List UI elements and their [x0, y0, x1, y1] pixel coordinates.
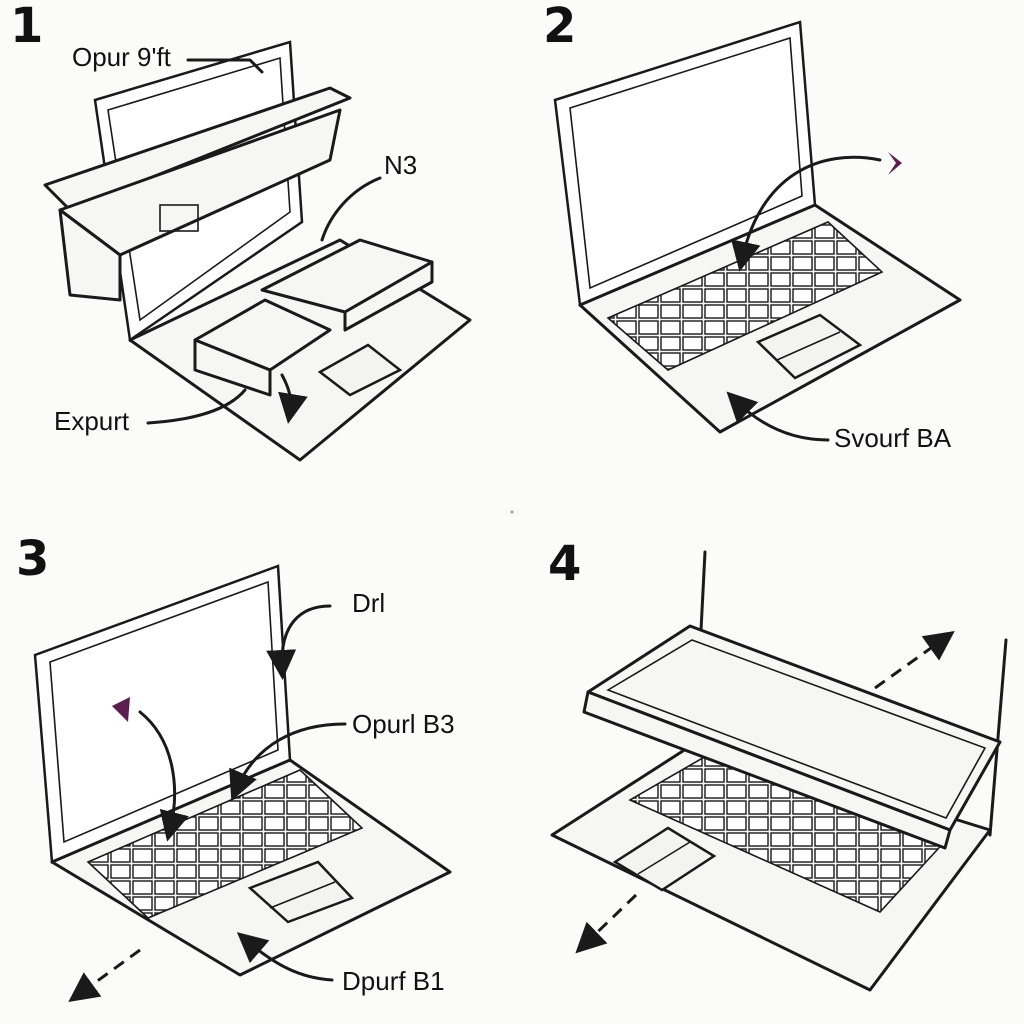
step-3-callout-opurl-line [229, 722, 347, 802]
step-2-curved-arrow [731, 155, 882, 272]
step-3-callout-dpurf-line [236, 932, 334, 982]
step-2-label: Svourf BA [834, 423, 952, 453]
step-1-callout-n3-line [320, 176, 382, 242]
step-4-panel: 4 [548, 536, 1008, 992]
step-2-laptop [553, 20, 962, 434]
step-2-callout-arrow [726, 391, 830, 442]
step-1-label-expurt: Expurt [54, 406, 130, 436]
step-3-label-drl: Drl [352, 588, 385, 618]
step-3-dashed-arrow [68, 948, 141, 1003]
step-3-label-dpurf: Dpurf B1 [342, 966, 445, 996]
step-4-dashed-arrow-up [874, 631, 955, 690]
step-1-callout-top-line [186, 58, 264, 74]
step-4-right-line [988, 638, 1008, 837]
step-3-laptop [33, 564, 452, 977]
step-3-label-opurl: Opurl B3 [352, 709, 455, 739]
step-1-callout-expurt-line [146, 388, 247, 425]
center-dot [510, 510, 514, 514]
step-1-laptop [43, 40, 472, 462]
step-2-number: 2 [543, 0, 576, 54]
step-4-laptop [550, 624, 1002, 992]
step-1-down-arrow [278, 373, 308, 424]
step-3-accent-chevron-icon [112, 697, 130, 722]
step-3-down-arrow [138, 710, 189, 842]
step-2-panel: 2 Svourf BA [543, 0, 962, 453]
step-3-callout-drl-line [266, 604, 332, 680]
step-1-label-n3: N3 [384, 150, 417, 180]
step-4-dashed-arrow-down [575, 893, 638, 954]
step-3-number: 3 [16, 531, 49, 587]
step-1-panel: 1 Opur 9'ft N3 Expurt [10, 0, 472, 462]
step-1-number: 1 [10, 0, 43, 54]
step-2-accent-chevron-icon [888, 152, 902, 175]
step-4-number: 4 [548, 536, 581, 592]
step-3-panel: 3 Drl Opurl B3 Dpurf B1 [16, 531, 455, 1003]
step-1-label-top: Opur 9'ft [72, 42, 172, 72]
